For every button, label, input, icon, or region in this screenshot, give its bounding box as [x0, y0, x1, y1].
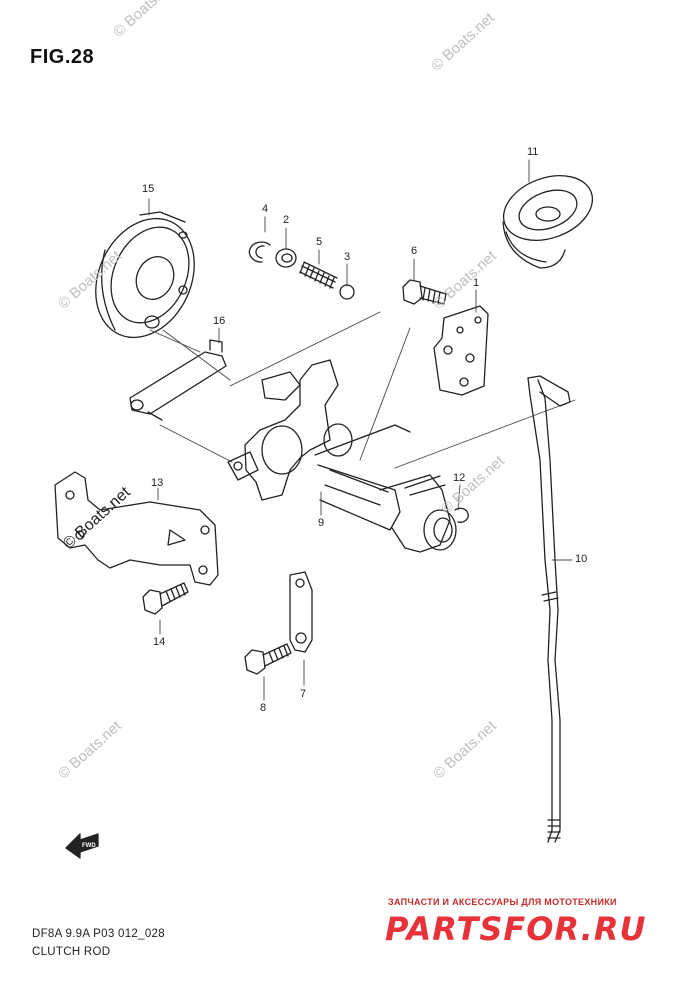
- model-code: DF8A 9.9A P03 012_028: [32, 928, 165, 940]
- callout-5: 5: [316, 236, 323, 248]
- figure-title: FIG.28: [30, 46, 95, 68]
- section-name: CLUTCH ROD: [32, 946, 111, 958]
- callout-2: 2: [283, 214, 290, 226]
- callout-4: 4: [262, 203, 269, 215]
- part-5-spring: [299, 261, 338, 289]
- callout-12: 12: [453, 472, 466, 484]
- callout-8: 8: [260, 702, 267, 714]
- callout-9: 9: [318, 517, 325, 529]
- part-13-mounting-bracket: [54, 471, 219, 586]
- part-9-clutch-shaft: [227, 359, 457, 553]
- part-12-clip: [454, 507, 469, 523]
- callout-10: 10: [575, 553, 588, 565]
- callout-15: 15: [142, 183, 155, 195]
- part-11-grommet: [502, 175, 594, 269]
- brand-logo: PARTSFOR.RU: [385, 910, 647, 948]
- callout-11: 11: [527, 146, 539, 158]
- part-10-clutch-rod: [527, 375, 571, 843]
- part-8-bolt: [244, 643, 292, 675]
- part-1-bracket-plate: [433, 305, 489, 396]
- fwd-arrow-icon: [65, 833, 99, 859]
- part-14-bolt: [142, 582, 189, 615]
- part-15-pulley: [95, 211, 195, 339]
- callout-13: 13: [151, 477, 164, 489]
- part-7-link-plate: [289, 571, 313, 653]
- brand-tagline: ЗАПЧАСТИ И АКСЕССУАРЫ ДЛЯ МОТОТЕХНИКИ: [388, 897, 617, 907]
- part-16-link-arm: [129, 339, 227, 421]
- part-4-circlip: [248, 241, 271, 263]
- part-6-bolt: [402, 279, 447, 305]
- callout-6: 6: [411, 245, 418, 257]
- fwd-label: FWD: [82, 843, 96, 849]
- part-2-washer: [275, 248, 297, 268]
- callout-14: 14: [153, 636, 166, 648]
- callout-7: 7: [300, 688, 307, 700]
- callout-1: 1: [473, 277, 480, 289]
- part-3-ball: [339, 284, 355, 300]
- callout-16: 16: [213, 315, 226, 327]
- callout-3: 3: [344, 251, 351, 263]
